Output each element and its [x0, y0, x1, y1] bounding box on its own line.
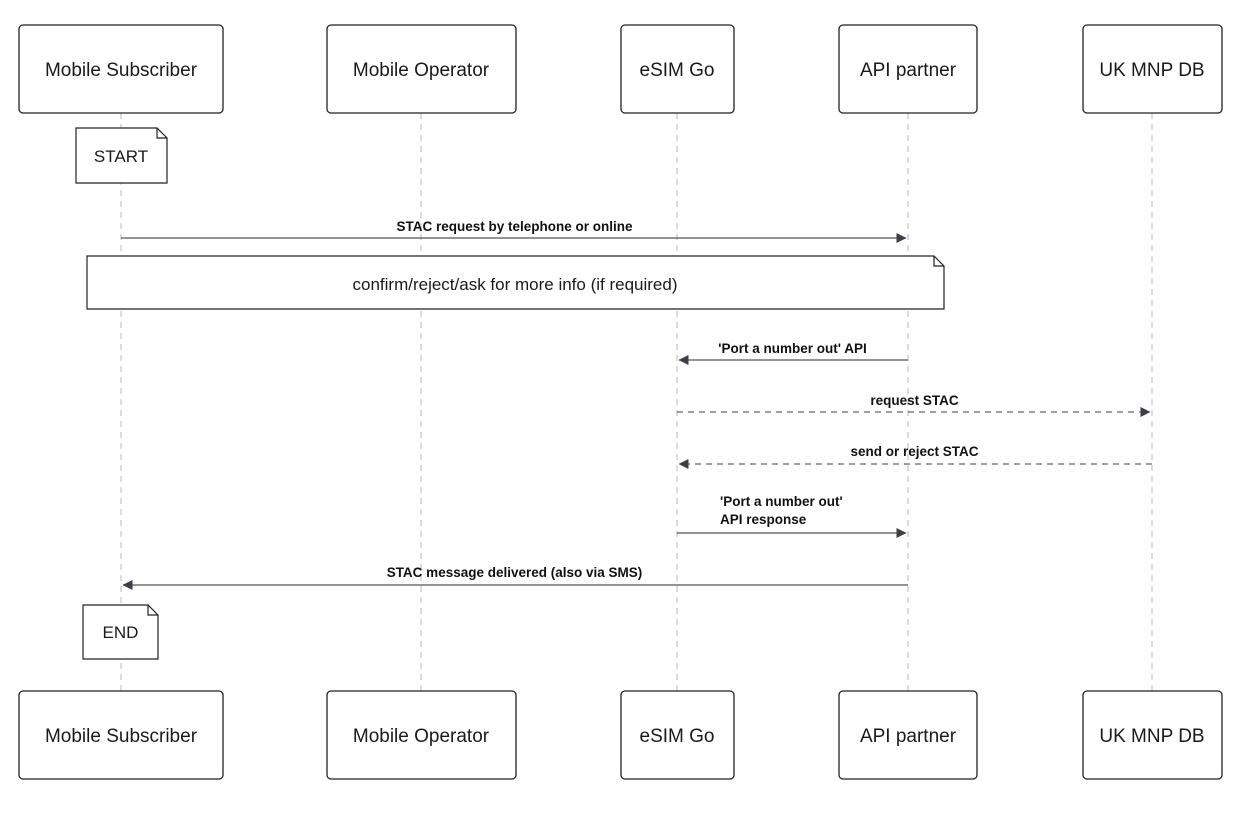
- note-end: END: [82, 604, 159, 660]
- note-start: START: [75, 127, 168, 184]
- message-label: 'Port a number out' API: [718, 341, 866, 356]
- note-text: confirm/reject/ask for more info (if req…: [353, 275, 678, 294]
- participant-top-subscriber: Mobile Subscriber: [18, 24, 224, 114]
- message-label: STAC message delivered (also via SMS): [387, 565, 643, 580]
- message-port-out-api: 'Port a number out' API: [678, 341, 908, 365]
- participant-label: UK MNP DB: [1099, 726, 1204, 747]
- note-confirm: confirm/reject/ask for more info (if req…: [86, 255, 945, 310]
- message-label: send or reject STAC: [850, 444, 978, 459]
- participant-label: API partner: [860, 60, 957, 81]
- message-request-stac: request STAC: [677, 393, 1151, 417]
- participant-label: UK MNP DB: [1099, 60, 1204, 81]
- participant-bottom-partner: API partner: [838, 690, 978, 780]
- note-text: END: [103, 623, 139, 642]
- message-label-line-2: API response: [720, 512, 807, 527]
- participant-top-mnpdb: UK MNP DB: [1082, 24, 1223, 114]
- message-label-line-1: 'Port a number out': [720, 494, 843, 509]
- participant-label: Mobile Subscriber: [45, 60, 198, 81]
- participant-bottom-subscriber: Mobile Subscriber: [18, 690, 224, 780]
- message-label: STAC request by telephone or online: [396, 219, 633, 234]
- message-port-out-response: 'Port a number out' API response: [677, 494, 907, 538]
- message-stac-request: STAC request by telephone or online: [121, 219, 907, 243]
- participant-top-esimgo: eSIM Go: [620, 24, 735, 114]
- participant-label: Mobile Operator: [353, 726, 490, 747]
- participant-bottom-mnpdb: UK MNP DB: [1082, 690, 1223, 780]
- participant-top-operator: Mobile Operator: [326, 24, 517, 114]
- participant-label: Mobile Operator: [353, 60, 490, 81]
- participant-label: Mobile Subscriber: [45, 726, 198, 747]
- participant-bottom-operator: Mobile Operator: [326, 690, 517, 780]
- note-text: START: [94, 147, 148, 166]
- participant-top-partner: API partner: [838, 24, 978, 114]
- participant-bottom-esimgo: eSIM Go: [620, 690, 735, 780]
- participant-label: API partner: [860, 726, 957, 747]
- message-label: request STAC: [870, 393, 959, 408]
- message-send-reject-stac: send or reject STAC: [678, 444, 1152, 469]
- message-stac-delivered: STAC message delivered (also via SMS): [122, 565, 908, 590]
- participant-label: eSIM Go: [640, 726, 715, 747]
- participant-label: eSIM Go: [640, 60, 715, 81]
